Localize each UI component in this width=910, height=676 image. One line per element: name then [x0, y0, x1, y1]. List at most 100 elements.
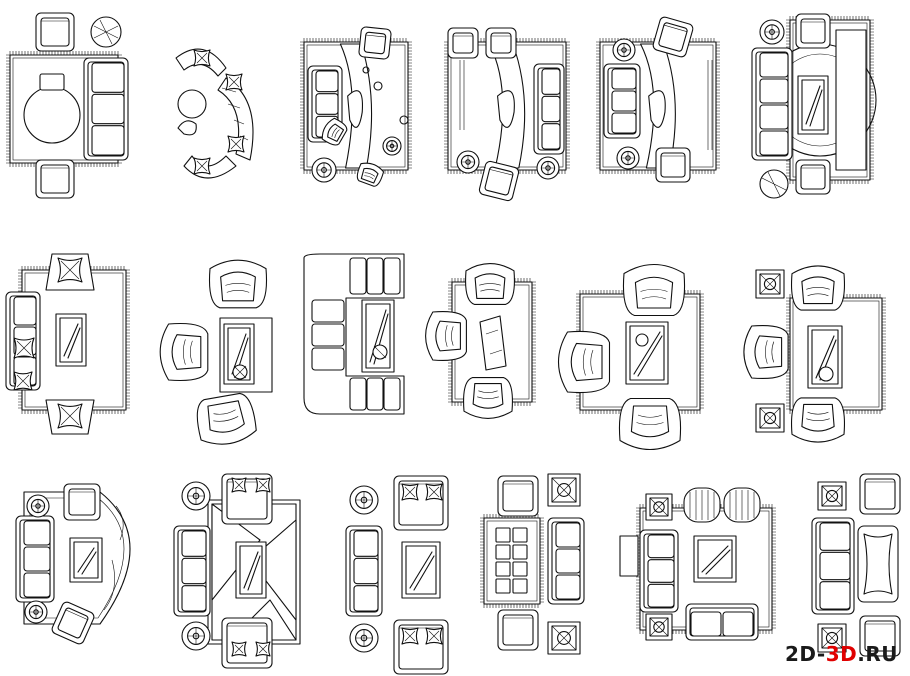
armchair — [208, 259, 268, 309]
side-table-lamp — [645, 613, 673, 641]
pillow — [231, 641, 247, 657]
side-table-lamp — [90, 16, 122, 48]
side-table-lamp — [547, 473, 581, 507]
armchair — [196, 392, 257, 445]
armchair — [791, 397, 845, 443]
armchair — [743, 325, 789, 379]
living-set-14 — [173, 473, 301, 669]
pillow — [227, 135, 245, 153]
pillow — [225, 73, 243, 91]
decor — [635, 333, 649, 347]
living-set-4 — [444, 27, 570, 202]
armchair — [159, 322, 209, 382]
armchair — [358, 26, 392, 60]
rug — [480, 514, 544, 608]
armchair — [447, 27, 479, 59]
pillow — [193, 49, 211, 67]
sofa — [345, 525, 383, 617]
plant — [232, 364, 248, 380]
pillow — [57, 257, 83, 283]
living-set-6 — [751, 13, 877, 199]
sofa — [173, 525, 211, 617]
living-set-12 — [743, 265, 886, 443]
coffee-table — [797, 75, 829, 135]
side-table-lamp — [181, 481, 211, 511]
watermark-part2: 3D — [825, 642, 858, 666]
side-table-lamp — [456, 150, 480, 174]
armchair — [795, 13, 831, 49]
pillow — [193, 157, 211, 175]
sofa — [751, 47, 793, 161]
ottoman — [857, 525, 899, 603]
living-set-11 — [558, 264, 704, 450]
armchair — [478, 160, 520, 202]
sofa — [533, 63, 565, 155]
pillow — [425, 483, 443, 501]
armchair — [35, 12, 75, 52]
coffee-table — [401, 541, 441, 599]
living-set-10 — [425, 263, 536, 419]
living-set-15 — [345, 475, 449, 675]
coffee-table — [361, 299, 395, 373]
pillow — [255, 477, 271, 493]
pillow — [13, 371, 33, 391]
side-table-lamp — [349, 623, 379, 653]
pillow — [255, 641, 271, 657]
pillow — [401, 483, 419, 501]
side-table-lamp — [645, 493, 673, 521]
coffee-table — [69, 537, 103, 583]
side-table-lamp — [349, 485, 379, 515]
armchair — [485, 27, 517, 59]
sofa — [547, 517, 585, 605]
side-table-lamp — [547, 621, 581, 655]
armchair — [859, 473, 901, 515]
pillow — [231, 477, 247, 493]
living-set-18 — [811, 473, 901, 657]
sofa — [303, 253, 405, 415]
sofa — [811, 517, 855, 615]
side-table-lamp — [817, 481, 847, 511]
side-table-lamp — [755, 403, 785, 433]
side-table-lamp — [759, 19, 785, 45]
side-table-lamp — [612, 38, 636, 62]
sofa — [603, 63, 641, 139]
living-set-2 — [175, 48, 254, 179]
side-table-lamp — [181, 621, 211, 651]
decor — [818, 366, 834, 382]
armchair — [795, 159, 831, 195]
side-table-lamp — [382, 136, 402, 156]
living-set-9 — [303, 253, 405, 415]
armchair — [425, 311, 467, 361]
living-set-3 — [300, 26, 412, 187]
living-set-7 — [5, 253, 130, 435]
furniture-drawings — [5, 12, 901, 675]
living-set-1 — [6, 12, 129, 199]
armchair — [51, 601, 95, 645]
armchair — [497, 609, 539, 651]
sofa — [83, 57, 129, 161]
armchair — [683, 487, 721, 523]
side-table-lamp — [817, 623, 847, 653]
coffee-table — [235, 541, 267, 599]
armchair — [321, 117, 348, 146]
sofa — [685, 603, 759, 641]
side-table-lamp — [24, 600, 48, 624]
coffee-table — [693, 535, 737, 583]
side-table-lamp — [755, 269, 785, 299]
armchair — [63, 483, 101, 521]
side-table-lamp — [536, 156, 560, 180]
living-set-17 — [619, 487, 776, 641]
site-watermark: 2D-3D.RU — [785, 642, 898, 666]
armchair — [723, 487, 761, 523]
side-table-lamp — [26, 494, 50, 518]
armchair — [622, 264, 686, 317]
living-set-13 — [15, 483, 131, 645]
armchair — [791, 265, 845, 311]
armchair — [465, 263, 515, 305]
pillow — [57, 403, 83, 429]
sofa — [15, 515, 55, 603]
watermark-part3: .RU — [857, 642, 898, 666]
side-table-lamp — [616, 146, 640, 170]
sofa — [639, 529, 679, 613]
